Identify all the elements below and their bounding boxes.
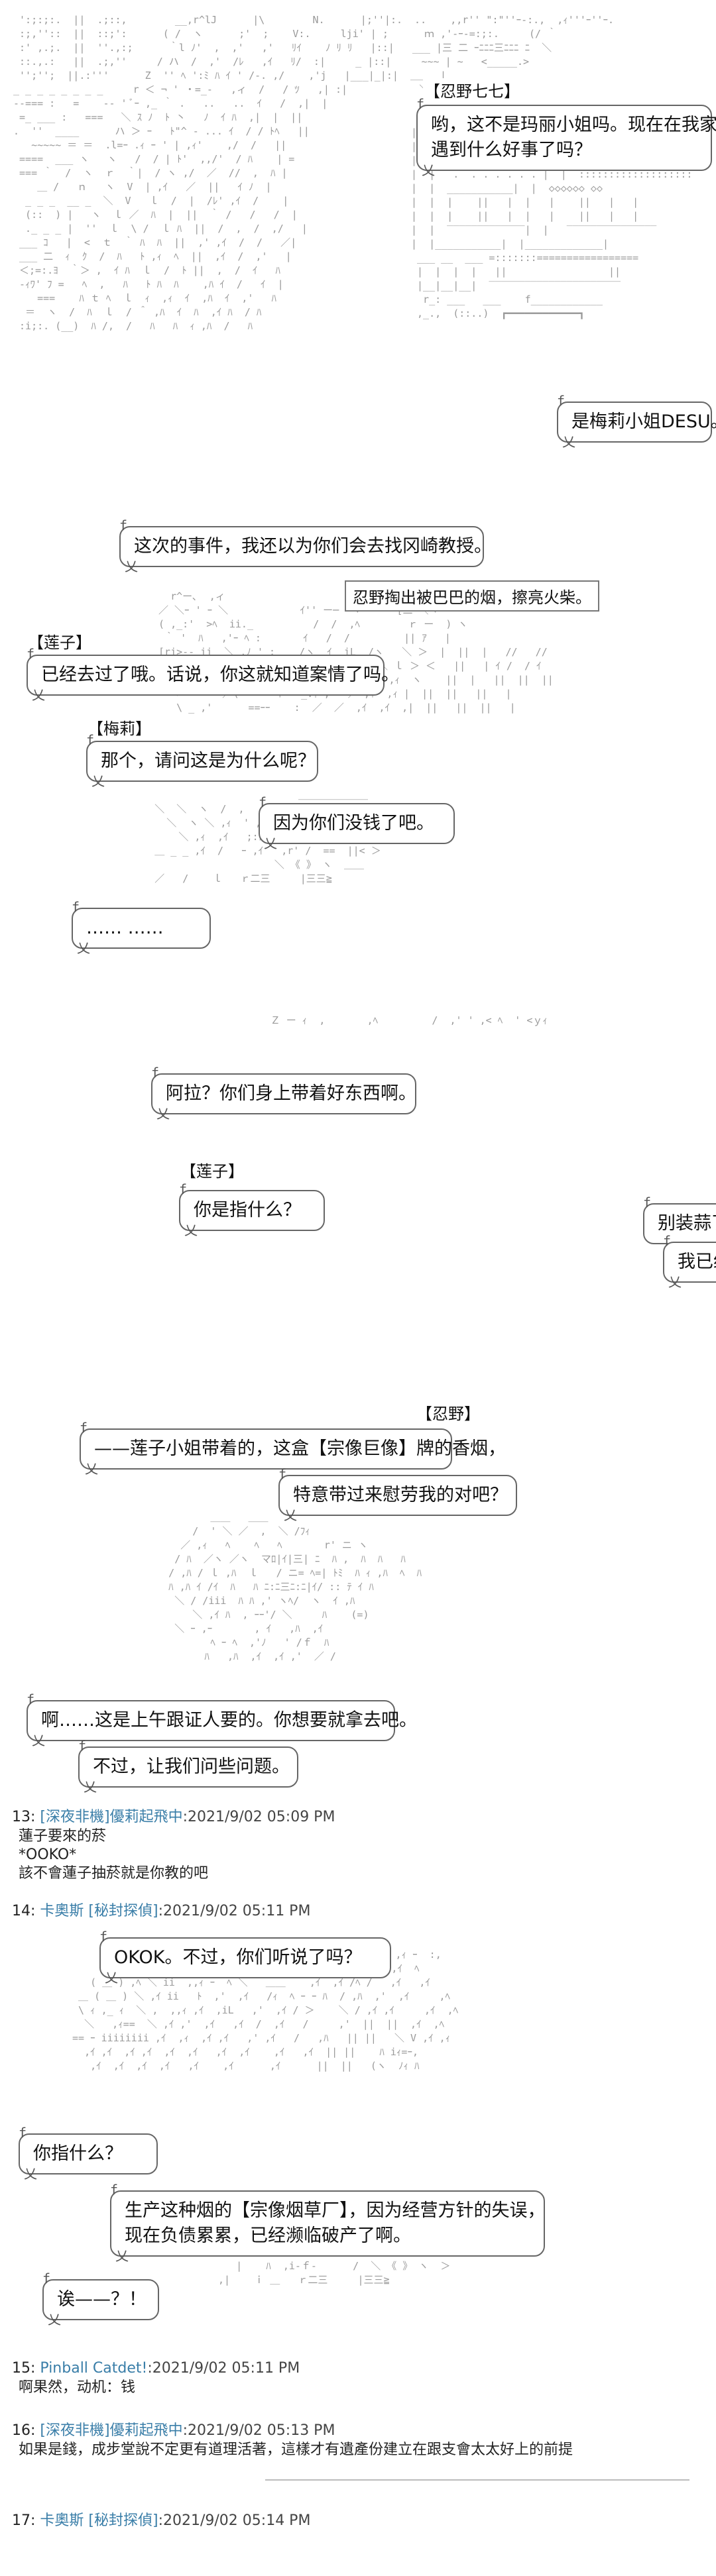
bubble-text: 你指什么？: [33, 2143, 123, 2164]
speech-bubble: f 你是指什么？ 乂: [179, 1181, 325, 1238]
speech-bubble: f ——莲子小姐带着的，这盒【宗像巨像】牌的香烟， 乂: [80, 1420, 506, 1477]
scene-4: ＿＿ ＿＿ / ' ＼ ／ , ＼ /ﾌｨ ／ ,ｨ ﾍ ﾍ ﾍ r' ニ ヽ …: [0, 1391, 716, 1796]
post-date: :2021/9/02 05:13 PM: [182, 2422, 335, 2439]
bubble-text: 哟，这不是玛丽小姐吗。现在在我家门口: [431, 115, 716, 135]
post-author[interactable]: 卡奧斯 [秘封探偵]: [40, 1903, 158, 1919]
bubble-text: 已经去过了哦。话说，你这就知道案情了吗。: [41, 665, 399, 685]
speech-bubble: f 不过，让我们问些问题。 乂: [78, 1738, 298, 1795]
speaker-tag-renko: 【莲子】: [179, 1162, 245, 1181]
post-author[interactable]: [深夜非機]優莉起飛中: [40, 1809, 183, 1825]
speech-bubble: f OKOK。不过，你们听说了吗？ 乂: [99, 1929, 391, 1986]
scene-3: Ｚ ー ｨ , ,ﾍ / ,' ' ,< ﾍ ' <ｙｨ f 阿拉？你们身上带着…: [0, 994, 716, 1365]
post-body: 啊果然，动机：钱: [12, 2379, 708, 2397]
post-date: :2021/9/02 05:09 PM: [182, 1809, 335, 1825]
ascii-art-standoff: Ｚ ー ｨ , ,ﾍ / ,' ' ,< ﾍ ' <ｙｨ f 阿拉？你们身上带着…: [133, 1014, 716, 1290]
forum-post: 13: [深夜非機]優莉起飛中:2021/9/02 05:09 PM 蓮子要來的…: [12, 1807, 708, 1883]
speech-bubble: f 别装蒜了，快拿出来。: [643, 1195, 716, 1244]
speech-bubble: f 因为你们没钱了吧。 乂: [259, 794, 455, 851]
bubble-text: 你是指什么？: [194, 1200, 301, 1220]
bubble-text: 生产这种烟的【宗像烟草厂】，因为经营方针的失误，: [125, 2200, 546, 2221]
forum-post: 17: 卡奧斯 [秘封探偵]:2021/9/02 05:14 PM: [12, 2511, 708, 2531]
post-body: 如果是錢，成步堂說不定更有道理活著，這樣才有遺產份建立在跟支會太太好上的前提: [12, 2441, 708, 2459]
speech-bubble: f 是梅莉小姐DESU。 乂: [557, 393, 716, 450]
post-line: *OOKO*: [19, 1847, 77, 1863]
post-header: 14: 卡奧斯 [秘封探偵]:2021/9/02 05:11 PM: [12, 1902, 708, 1921]
bubble-text: ——莲子小姐带着的，这盒【宗像巨像】牌的香烟，: [94, 1438, 506, 1459]
speech-bubble: f 啊……这是上午跟证人要的。你想要就拿去吧。 乂: [27, 1691, 417, 1748]
post-line: 如果是錢，成步堂說不定更有道理活著，這樣才有遺產份建立在跟支會太太好上的前提: [19, 2442, 573, 2458]
speaker-tag-renko: 【莲子】: [27, 629, 93, 653]
bubble-text: 遇到什么好事了吗？: [431, 140, 592, 160]
ascii-art-scene: r ,ｨｰ ＼ ＿ ,ｨ ｰ :, ,ｲ :ｨ ｰｰ'ｰ ﾍ ﾍ ＼ r=ｨ '…: [72, 1949, 459, 2072]
post-header: 17: 卡奧斯 [秘封探偵]:2021/9/02 05:14 PM: [12, 2511, 708, 2531]
post-header: 13: [深夜非機]優莉起飛中:2021/9/02 05:09 PM: [12, 1807, 708, 1827]
bubble-text: 别装蒜了，快拿出来。: [658, 1213, 716, 1234]
bubble-text: 现在负债累累，已经濒临破产了啊。: [125, 2226, 411, 2246]
speech-bubble: f …… …… 乂: [72, 899, 211, 954]
speaker-tag-merry: 【梅莉】: [86, 716, 152, 739]
bubble-text: 我已经闻到了。: [678, 1252, 716, 1272]
bubble-text: 那个，请问这是为什么呢？: [101, 751, 316, 771]
bubble-text: 这次的事件，我还以为你们会去找冈崎教授。: [134, 536, 492, 557]
post-number: 13:: [12, 1809, 36, 1825]
speech-bubble: f 哟，这不是玛丽小姐吗。现在在我家门口 遇到什么好事了吗？ 乂: [416, 96, 716, 178]
forum-post: 15: Pinball Catdet!:2021/9/02 05:11 PM 啊…: [12, 2359, 708, 2397]
bubble-text: 因为你们没钱了吧。: [273, 813, 434, 833]
post-header: 15: Pinball Catdet!:2021/9/02 05:11 PM: [12, 2359, 708, 2379]
post-author[interactable]: 卡奧斯 [秘封探偵]: [40, 2512, 158, 2529]
bubble-text: 是梅莉小姐DESU。: [571, 411, 716, 432]
speaker-tag-oshino: 【忍野七七】: [423, 78, 521, 101]
post-body: 蓮子要來的菸 *OOKO* 該不會蓮子抽菸就是你教的吧: [12, 1827, 708, 1883]
bubble-text: 啊……这是上午跟证人要的。你想要就拿去吧。: [41, 1710, 417, 1731]
speech-bubble: f 阿拉？你们身上带着好东西啊。 乂: [151, 1065, 416, 1122]
divider: [265, 2479, 689, 2481]
speech-bubble: f 已经去过了哦。话说，你这就知道案情了吗。 乂: [27, 646, 399, 703]
speech-bubble: f 这次的事件，我还以为你们会去找冈崎教授。 乂: [119, 517, 492, 574]
post-date: :2021/9/02 05:14 PM: [158, 2512, 311, 2529]
post-line: 啊果然，动机：钱: [19, 2379, 136, 2396]
speech-bubble: f 特意带过来慰劳我的对吧？ 乂: [278, 1466, 517, 1523]
post-number: 15:: [12, 2360, 36, 2377]
scene-2: r^ー､ ,ィ ／ ＼ｰ ' ｰ ＼ ｲ'' ー─ ―ヽ [二 ＼ヽ ( ,_:…: [0, 517, 716, 954]
scene-1: ':;:;:. || .;::, __,r^lJ |\ N. |;''|:. .…: [0, 0, 716, 477]
post-line: 蓮子要來的菸: [19, 1828, 107, 1845]
post-date: :2021/9/02 05:11 PM: [158, 1903, 311, 1919]
post-line: 該不會蓮子抽菸就是你教的吧: [19, 1865, 209, 1882]
post-author[interactable]: Pinball Catdet!: [40, 2360, 148, 2377]
bubble-text: 阿拉？你们身上带着好东西啊。: [166, 1083, 416, 1104]
speaker-tag-oshino: 【忍野】: [415, 1401, 481, 1424]
ascii-art-figure: ＿＿ ＿＿ / ' ＼ ／ , ＼ /ﾌｨ ／ ,ｨ ﾍ ﾍ ﾍ r' ニ ヽ …: [168, 1511, 422, 1662]
speech-bubble: f 那个，请问这是为什么呢？ 乂: [86, 732, 318, 789]
speech-bubble: f 诶——？！ 乂: [42, 2271, 159, 2328]
speech-bubble: f 我已经闻到了。 乂: [663, 1233, 716, 1290]
bubble-text: …… ……: [86, 918, 164, 938]
bubble-text: 特意带过来慰劳我的对吧？: [293, 1485, 508, 1505]
forum-post: 16: [深夜非機]優莉起飛中:2021/9/02 05:13 PM 如果是錢，…: [12, 2421, 708, 2459]
bubble-text: 不过，让我们问些问题。: [93, 1756, 290, 1777]
bubble-text: 诶——？！: [57, 2289, 147, 2310]
speech-bubble: f 生产这种烟的【宗像烟草厂】，因为经营方针的失误， 现在负债累累，已经濒临破产…: [110, 2182, 546, 2264]
narration-caption: 忍野掏出被巴巴的烟，擦亮火柴。: [345, 580, 599, 612]
post-number: 14:: [12, 1903, 36, 1919]
scene-5: r ,ｨｰ ＼ ＿ ,ｨ ｰ :, ,ｲ :ｨ ｰｰ'ｰ ﾍ ﾍ ＼ r=ｨ '…: [0, 1928, 716, 2339]
post-author[interactable]: [深夜非機]優莉起飛中: [40, 2422, 183, 2439]
bubble-text: OKOK。不过，你们听说了吗？: [114, 1947, 362, 1968]
post-number: 17:: [12, 2512, 36, 2529]
speech-bubble: f 你指什么？ 乂: [19, 2125, 158, 2182]
post-number: 16:: [12, 2422, 36, 2439]
ascii-art-bottom: | ﾊ ,i-ｆ- / ＼ 《 》 ヽ ＞ ,| ｉ ＿ ｒ二三 |三三≧: [218, 2260, 451, 2286]
post-date: :2021/9/02 05:11 PM: [147, 2360, 300, 2377]
post-header: 16: [深夜非機]優莉起飛中:2021/9/02 05:13 PM: [12, 2421, 708, 2441]
forum-post: 14: 卡奧斯 [秘封探偵]:2021/9/02 05:11 PM: [12, 1902, 708, 1921]
